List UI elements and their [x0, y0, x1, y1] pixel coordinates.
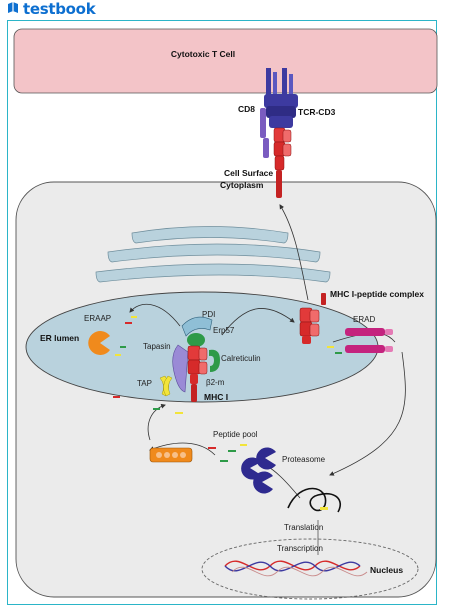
- peptide-fragment: [153, 408, 160, 410]
- cytotoxic-t-cell: [13, 28, 438, 94]
- peptide-fragment: [120, 346, 126, 348]
- cytoplasm-label: Cytoplasm: [220, 180, 264, 190]
- peptide-fragment: [113, 396, 120, 398]
- peptide-fragment: [335, 352, 342, 354]
- erp57-label: Erp57: [213, 326, 235, 335]
- diagram-frame: [7, 20, 437, 605]
- calreticulin-label: Calreticulin: [221, 354, 261, 363]
- transcription-label: Transcription: [277, 544, 323, 553]
- peptide-loading-complex: [172, 316, 220, 402]
- peptide-fragment: [327, 346, 334, 348]
- dna-double-helix: [224, 560, 368, 577]
- proteasome: [241, 447, 276, 494]
- tapasin-protein: [172, 344, 189, 393]
- pdi-label: PDI: [202, 310, 215, 319]
- cell-surface-label: Cell Surface: [224, 168, 273, 178]
- erad-complex: [345, 328, 393, 353]
- cd8-label: CD8: [238, 104, 255, 114]
- flow-arrow-complex-to-surface: [279, 204, 309, 301]
- tap-transporter: [159, 375, 173, 397]
- brand-name: testbook: [23, 0, 96, 18]
- tcr-cd3-complex: [264, 68, 298, 128]
- flow-arrow-to-tap: [147, 403, 166, 441]
- flow-arrow-erad-to-proteasome: [329, 351, 406, 476]
- peptide-fragment: [115, 354, 121, 356]
- peptide-fragment: [125, 322, 132, 324]
- golgi-apparatus: [95, 226, 331, 283]
- cd8-coreceptor: [260, 108, 269, 158]
- proteasome-label: Proteasome: [282, 455, 326, 464]
- mhc-i-protein: [191, 384, 197, 402]
- erp57-protein: [187, 333, 205, 347]
- nascent-protein: [287, 487, 342, 513]
- er-lumen-label: ER lumen: [40, 333, 79, 343]
- nucleus-label: Nucleus: [370, 565, 403, 575]
- testbook-logo: testbook: [6, 0, 96, 18]
- peptide-pool-label: Peptide pool: [213, 430, 258, 439]
- mhc-i-peptide-complex: [299, 293, 326, 344]
- tapasin-label: Tapasin: [143, 342, 171, 351]
- pdi-protein: [181, 316, 213, 337]
- nucleus: [201, 538, 419, 600]
- peptide-fragment: [320, 507, 328, 510]
- peptide-fragment: [131, 316, 137, 318]
- mhc-peptide-complex-label: MHC I-peptide complex: [330, 289, 424, 299]
- cytotoxic-t-cell-label: Cytotoxic T Cell: [171, 49, 235, 59]
- tap-label: TAP: [137, 379, 152, 388]
- translation-label: Translation: [284, 523, 323, 532]
- b2m-label: β2-m: [206, 378, 225, 387]
- erad-label: ERAD: [353, 315, 375, 324]
- eraap-label: ERAAP: [84, 314, 111, 323]
- flow-arrow-to-eraap: [129, 303, 181, 327]
- book-icon: [6, 2, 20, 16]
- peptide-fragment: [175, 412, 183, 414]
- tcr-cd3-label: TCR-CD3: [298, 107, 336, 117]
- mhc-i-label: MHC I: [204, 392, 228, 402]
- calreticulin-protein: [209, 349, 220, 372]
- endoplasmic-reticulum: [25, 291, 379, 403]
- flow-arrow-er-to-complex: [221, 308, 295, 336]
- flow-arrow-peptide-pool: [149, 442, 216, 456]
- eraap-enzyme: [88, 331, 110, 355]
- surface-mhc-i: [273, 127, 292, 198]
- cytosolic-chaperone: [149, 447, 193, 463]
